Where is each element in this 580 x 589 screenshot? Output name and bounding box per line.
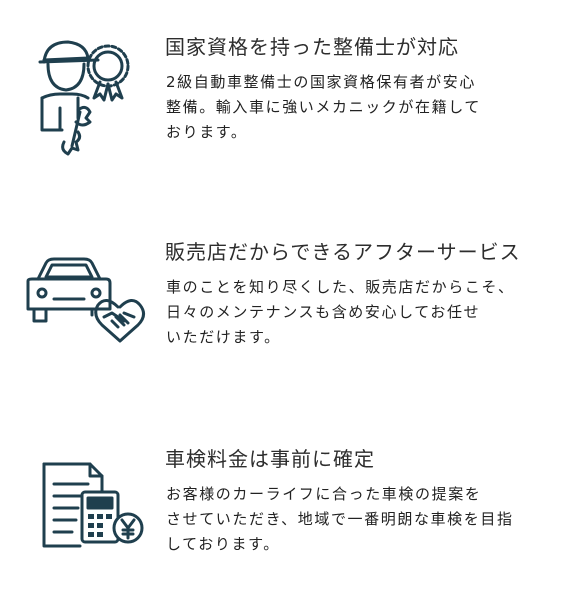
- description-line: 整備。輸入車に強いメカニックが在籍して: [166, 98, 481, 116]
- feature-description: 2級自動車整備士の国家資格保有者が安心 整備。輸入車に強いメカニックが在籍して …: [166, 70, 566, 145]
- description-line: させていただき、地域で一番明朗な車検を目指: [166, 510, 514, 528]
- description-line: 2級自動車整備士の国家資格保有者が安心: [166, 73, 476, 91]
- description-line: しております。: [166, 535, 280, 553]
- description-line: 日々のメンテナンスも含め安心してお任せ: [166, 303, 481, 321]
- description-line: 車のことを知り尽くした、販売店だからこそ、: [166, 278, 515, 296]
- mechanic-with-badge-icon: [20, 38, 150, 158]
- car-handshake-icon: [20, 255, 150, 347]
- feature-description: お客様のカーライフに合った車検の提案を させていただき、地域で一番明朗な車検を目…: [166, 482, 566, 557]
- feature-title: 販売店だからできるアフターサービス: [165, 240, 521, 264]
- feature-title: 車検料金は事前に確定: [165, 447, 375, 471]
- description-line: お客様のカーライフに合った車検の提案を: [166, 485, 482, 503]
- document-calculator-yen-icon: [20, 462, 150, 552]
- feature-title: 国家資格を持った整備士が対応: [165, 35, 459, 59]
- feature-description: 車のことを知り尽くした、販売店だからこそ、 日々のメンテナンスも含め安心してお任…: [166, 275, 566, 350]
- description-line: おります。: [166, 123, 248, 141]
- description-line: いただけます。: [166, 328, 281, 346]
